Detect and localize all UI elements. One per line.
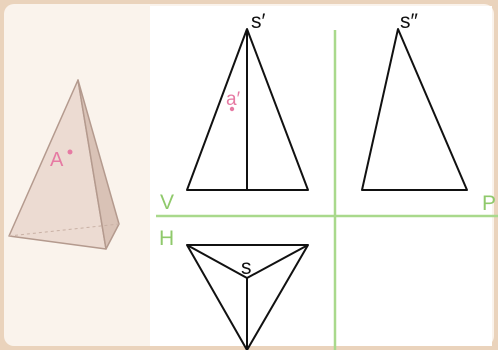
top-view-outline <box>186 244 309 351</box>
top-view-edge-right <box>246 244 309 279</box>
top-view-edge-left <box>186 244 248 279</box>
projection-axes: V H P <box>156 30 498 350</box>
point-a-label: A <box>50 149 64 171</box>
pyramid-side-face <box>77 79 120 250</box>
p-plane-label: P <box>482 192 496 215</box>
point-a-prime-marker <box>229 106 235 112</box>
point-a-prime-label: a′ <box>226 89 241 110</box>
drawing-area <box>150 6 492 346</box>
pyramid-hidden-base-edge <box>8 223 120 237</box>
front-view <box>186 28 309 191</box>
side-view-apex-label: s″ <box>400 10 419 33</box>
top-view-apex-label: s <box>241 256 252 279</box>
side-view-outline <box>361 28 468 191</box>
front-view-apex-label: s′ <box>251 10 266 33</box>
pyramid-solid: A <box>8 79 120 250</box>
top-view <box>186 244 309 351</box>
point-a-marker <box>67 149 73 155</box>
h-plane-label: H <box>159 227 174 250</box>
v-plane-label: V <box>160 191 174 214</box>
